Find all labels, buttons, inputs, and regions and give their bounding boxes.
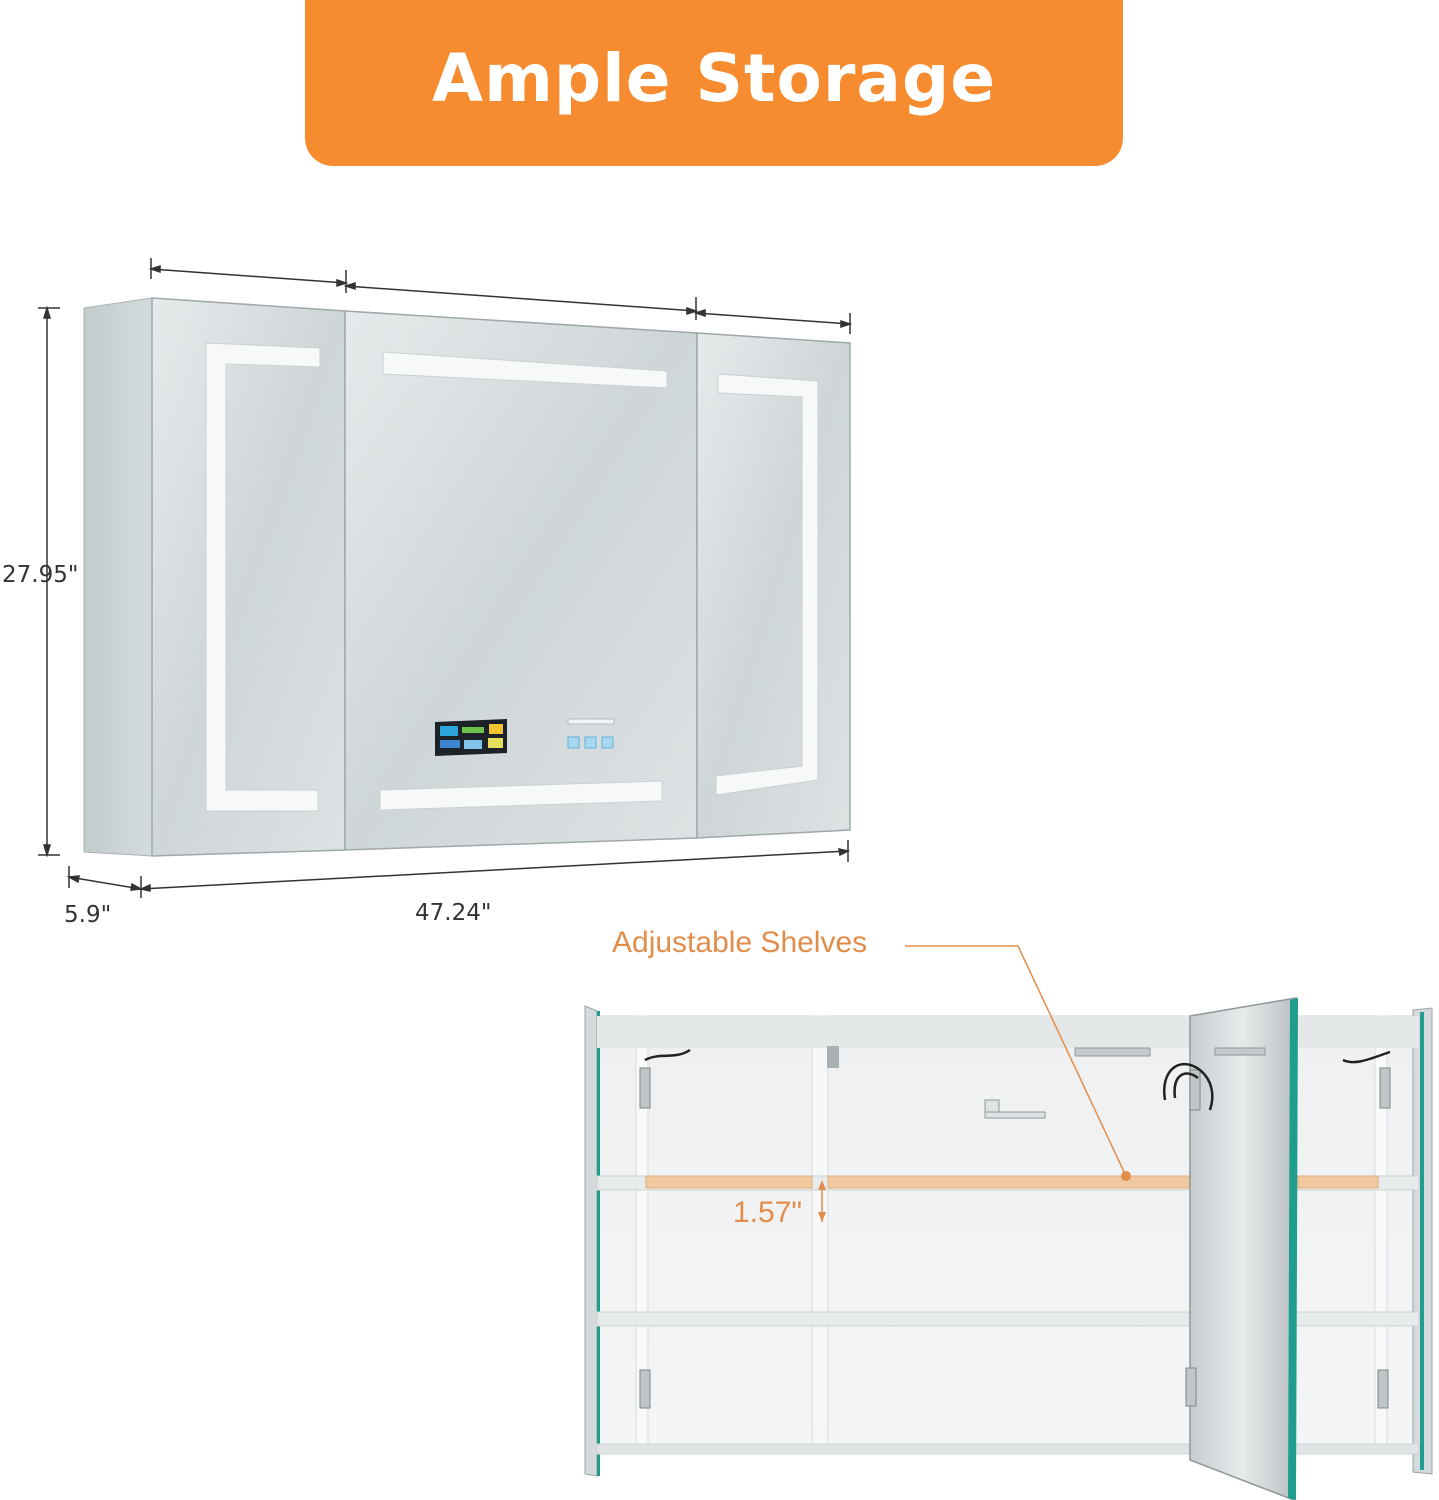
digital-display <box>435 719 507 756</box>
shelf-gap-label: 1.57" <box>733 1196 803 1229</box>
adjustable-shelves-label: Adjustable Shelves <box>612 926 868 959</box>
led-strips-right <box>715 373 819 796</box>
highlighted-shelf-left <box>645 1175 813 1189</box>
depth-dimension-label: 5.9" <box>64 902 112 928</box>
width-dimension-label: 47.24" <box>415 900 492 926</box>
highlighted-shelf-middle <box>827 1175 1191 1189</box>
dimension-lines <box>38 258 853 898</box>
led-strips-middle <box>379 351 668 811</box>
banner-title: Ample Storage <box>432 39 996 117</box>
highlighted-shelf-right <box>1297 1175 1379 1189</box>
touch-buttons <box>567 718 615 749</box>
title-banner: Ample Storage <box>305 0 1123 166</box>
open-cabinet-illustration <box>584 945 1433 1500</box>
open-middle-door <box>1189 997 1297 1500</box>
middle-door <box>344 310 698 851</box>
led-strips-left <box>205 342 321 812</box>
height-dimension-label: 27.95" <box>2 562 79 588</box>
left-door <box>151 297 346 857</box>
right-door <box>696 332 851 839</box>
